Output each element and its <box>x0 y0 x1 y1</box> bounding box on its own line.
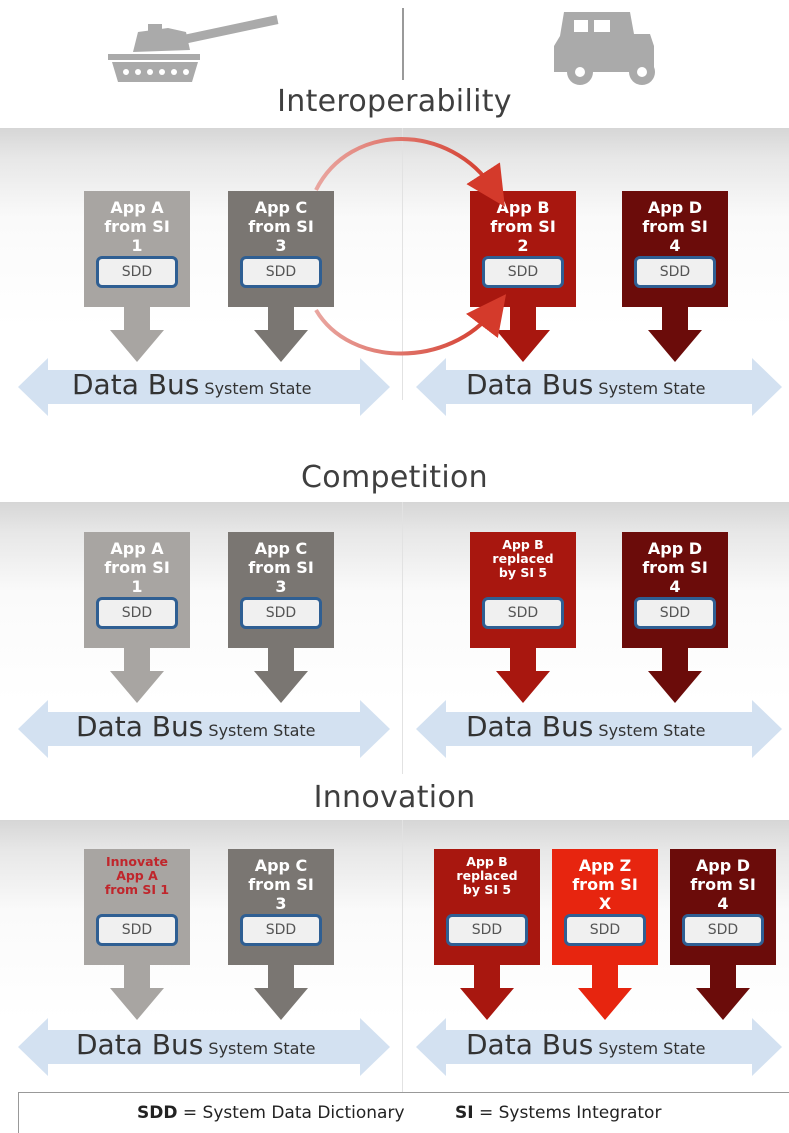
down-arrow <box>254 306 308 362</box>
legend-sdd: SDD = System Data Dictionary <box>137 1103 405 1123</box>
app-label: App C from SI 3 <box>248 198 314 255</box>
section-title-interoperability: Interoperability <box>277 84 512 119</box>
sdd-box: SDD <box>240 914 322 946</box>
app-c-box: App C from SI 3 SDD <box>228 191 334 307</box>
data-bus-label: Data Bus System State <box>466 710 706 743</box>
app-label: App C from SI 3 <box>248 856 314 913</box>
sdd-box: SDD <box>96 597 178 629</box>
interoperability-arrows <box>314 137 507 356</box>
legend: SDD = System Data Dictionary SI = System… <box>18 1092 789 1133</box>
tank-icon <box>108 15 279 82</box>
bus-main: Data Bus <box>466 368 594 401</box>
sdd-box: SDD <box>446 914 528 946</box>
app-a-box: Innovate App A from SI 1 SDD <box>84 849 190 965</box>
data-bus-right <box>416 1018 782 1076</box>
sdd-box: SDD <box>482 256 564 288</box>
vehicle-divider <box>402 8 404 80</box>
band-divider <box>402 128 403 400</box>
legend-sdd-def: = System Data Dictionary <box>182 1103 405 1123</box>
section-title-innovation: Innovation <box>313 780 476 815</box>
sdd-box: SDD <box>482 597 564 629</box>
app-d-box: App D from SI 4 SDD <box>622 532 728 648</box>
legend-si-abbr: SI <box>455 1103 474 1123</box>
app-b-box: App B replaced by SI 5 SDD <box>470 532 576 648</box>
down-arrow <box>254 647 308 703</box>
app-a-box: App A from SI 1 SDD <box>84 532 190 648</box>
app-c-box: App C from SI 3 SDD <box>228 849 334 965</box>
app-label: App Z from SI X <box>572 856 638 913</box>
app-label: App D from SI 4 <box>642 198 708 255</box>
bus-sub: System State <box>598 1039 706 1058</box>
app-label: App B from SI 2 <box>490 198 556 255</box>
down-arrow <box>110 647 164 703</box>
data-bus-label: Data Bus System State <box>466 368 706 401</box>
down-arrow <box>696 964 750 1020</box>
bus-sub: System State <box>208 721 316 740</box>
down-arrow <box>496 647 550 703</box>
data-bus-right <box>416 358 782 416</box>
data-bus-label: Data Bus System State <box>76 710 316 743</box>
app-label: App C from SI 3 <box>248 539 314 596</box>
down-arrow <box>496 306 550 362</box>
bus-sub: System State <box>208 1039 316 1058</box>
bus-main: Data Bus <box>76 710 204 743</box>
down-arrow <box>110 964 164 1020</box>
bus-sub: System State <box>598 721 706 740</box>
band-divider <box>402 820 403 1092</box>
data-bus-left <box>18 1018 390 1076</box>
bus-main: Data Bus <box>466 1028 594 1061</box>
app-b-box: App B from SI 2 SDD <box>470 191 576 307</box>
legend-si-def: = Systems Integrator <box>478 1103 662 1123</box>
data-bus-left <box>18 700 390 758</box>
app-c-box: App C from SI 3 SDD <box>228 532 334 648</box>
app-d-box: App D from SI 4 SDD <box>622 191 728 307</box>
bus-main: Data Bus <box>72 368 200 401</box>
bus-main: Data Bus <box>466 710 594 743</box>
data-bus-left <box>18 358 390 416</box>
bus-sub: System State <box>598 379 706 398</box>
app-b-box: App B replaced by SI 5 SDD <box>434 849 540 965</box>
app-a-box: App A from SI 1 SDD <box>84 191 190 307</box>
down-arrow <box>648 306 702 362</box>
app-label: App B replaced by SI 5 <box>456 854 518 897</box>
data-bus-label: Data Bus System State <box>466 1028 706 1061</box>
app-label: App A from SI 1 <box>104 198 170 255</box>
bus-main: Data Bus <box>76 1028 204 1061</box>
bus-sub: System State <box>204 379 312 398</box>
sdd-box: SDD <box>240 597 322 629</box>
down-arrow <box>110 306 164 362</box>
down-arrow <box>460 964 514 1020</box>
app-label: App A from SI 1 <box>104 539 170 596</box>
sdd-box: SDD <box>564 914 646 946</box>
down-arrow <box>578 964 632 1020</box>
down-arrow <box>648 647 702 703</box>
data-bus-label: Data Bus System State <box>76 1028 316 1061</box>
sdd-box: SDD <box>634 597 716 629</box>
down-arrow <box>254 964 308 1020</box>
sdd-box: SDD <box>96 914 178 946</box>
legend-si: SI = Systems Integrator <box>455 1103 661 1123</box>
section-title-competition: Competition <box>301 460 488 495</box>
band-divider <box>402 502 403 774</box>
sdd-box: SDD <box>96 256 178 288</box>
legend-sdd-abbr: SDD <box>137 1103 178 1123</box>
truck-icon <box>554 12 655 85</box>
sdd-box: SDD <box>634 256 716 288</box>
app-label: App D from SI 4 <box>690 856 756 913</box>
app-z-box: App Z from SI X SDD <box>552 849 658 965</box>
app-label: Innovate App A from SI 1 <box>104 854 170 897</box>
app-label: App D from SI 4 <box>642 539 708 596</box>
data-bus-right <box>416 700 782 758</box>
app-label: App B replaced by SI 5 <box>492 537 554 580</box>
app-d-box: App D from SI 4 SDD <box>670 849 776 965</box>
sdd-box: SDD <box>240 256 322 288</box>
data-bus-label: Data Bus System State <box>72 368 312 401</box>
sdd-box: SDD <box>682 914 764 946</box>
